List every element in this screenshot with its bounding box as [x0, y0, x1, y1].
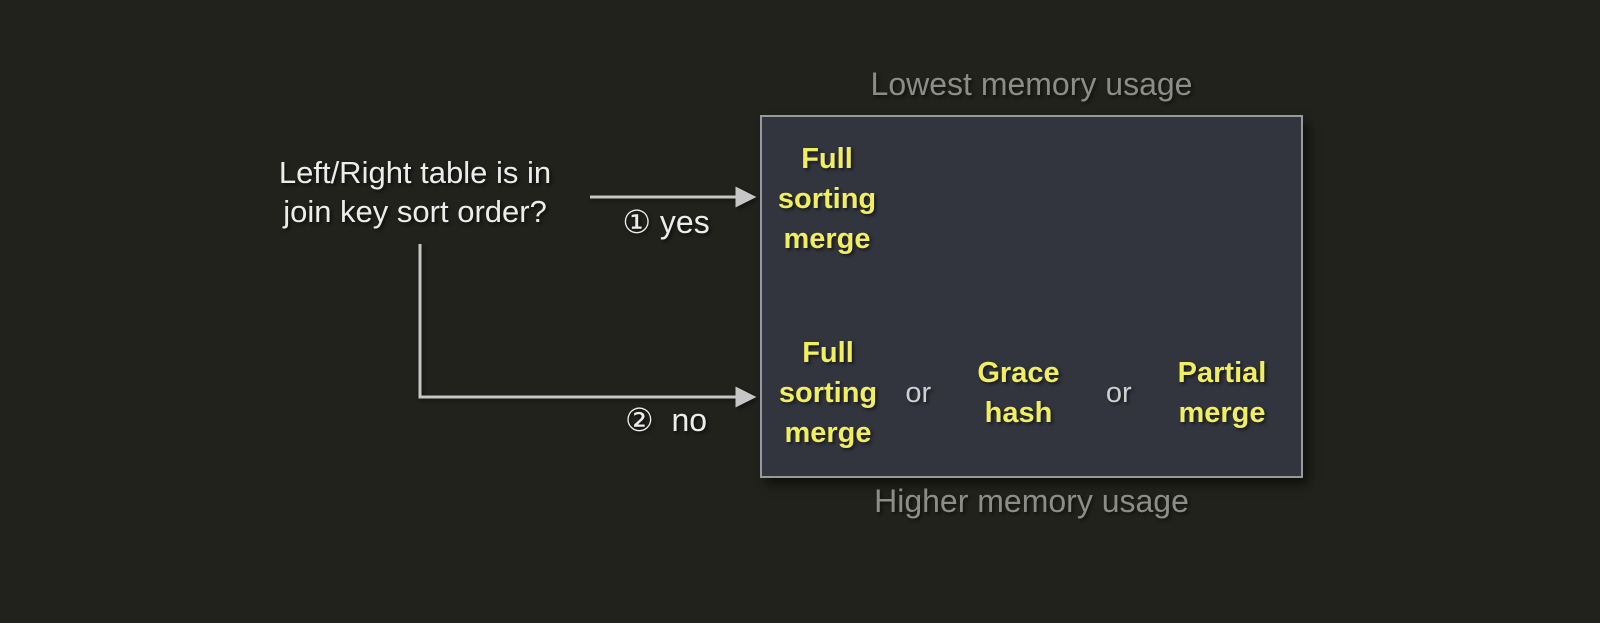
no-branch-label: ② no: [624, 402, 708, 438]
question-line-1: Left/Right table is in: [278, 155, 552, 190]
lowest-memory-label: Lowest memory usage: [870, 66, 1193, 102]
no-arrow: [418, 244, 757, 408]
algorithm-grace-hash: Grace hash: [977, 357, 1060, 429]
join-algorithms-box: Full sorting merge Full sorting merge or…: [760, 115, 1303, 478]
yes-branch-label: ① yes: [622, 204, 710, 240]
algorithm-full-sorting-merge-sorted: Full sorting merge: [777, 143, 877, 255]
algorithm-full-sorting-merge-unsorted: Full sorting merge: [778, 337, 878, 449]
or-separator-2: or: [1105, 376, 1132, 409]
higher-memory-label: Higher memory usage: [874, 483, 1189, 519]
question-text: Left/Right table is in join key sort ord…: [250, 153, 580, 231]
or-separator-1: or: [905, 376, 932, 409]
unsorted-row: Full sorting merge or Grace hash or Part…: [766, 313, 1297, 473]
algorithm-partial-merge: Partial merge: [1177, 357, 1267, 429]
sorted-row: Full sorting merge: [764, 139, 890, 259]
question-line-2: join key sort order?: [283, 194, 547, 229]
